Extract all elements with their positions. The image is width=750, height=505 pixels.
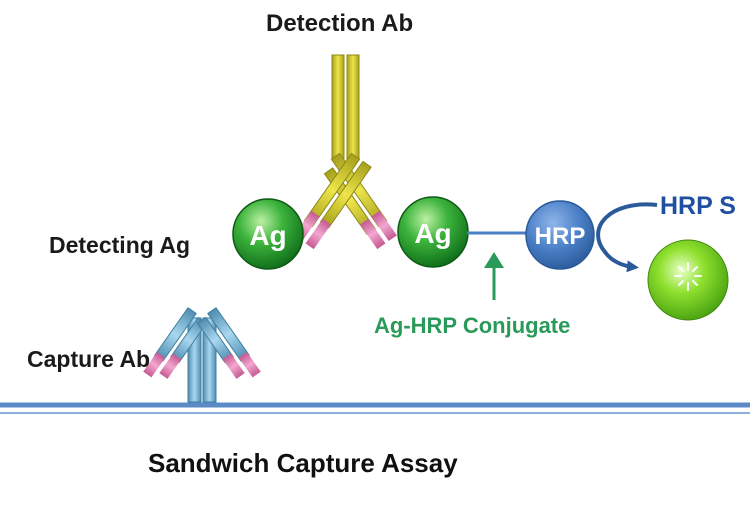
conjugate-arrow: [484, 252, 504, 300]
antigen-right-label: Ag: [414, 218, 451, 249]
antigen-left-label: Ag: [249, 220, 286, 251]
reaction-arrow: [596, 202, 658, 273]
capture-antibody: [143, 307, 261, 403]
antigen-left: Ag: [232, 198, 304, 270]
assay-surface: [0, 402, 750, 414]
detection-antibody: [294, 54, 397, 250]
hrp-enzyme: HRP: [525, 200, 595, 270]
hrp-substrate-label: HRP S: [660, 192, 736, 220]
substrate-product-icon: [647, 239, 729, 321]
diagram-title: Sandwich Capture Assay: [148, 448, 458, 478]
hrp-label: HRP: [535, 223, 586, 250]
conjugate-label: Ag-HRP Conjugate: [374, 313, 571, 338]
detecting-ag-label: Detecting Ag: [49, 232, 190, 258]
capture-ab-label: Capture Ab: [27, 346, 151, 372]
detection-ab-label: Detection Ab: [266, 10, 414, 37]
antigen-right: Ag: [397, 196, 469, 268]
